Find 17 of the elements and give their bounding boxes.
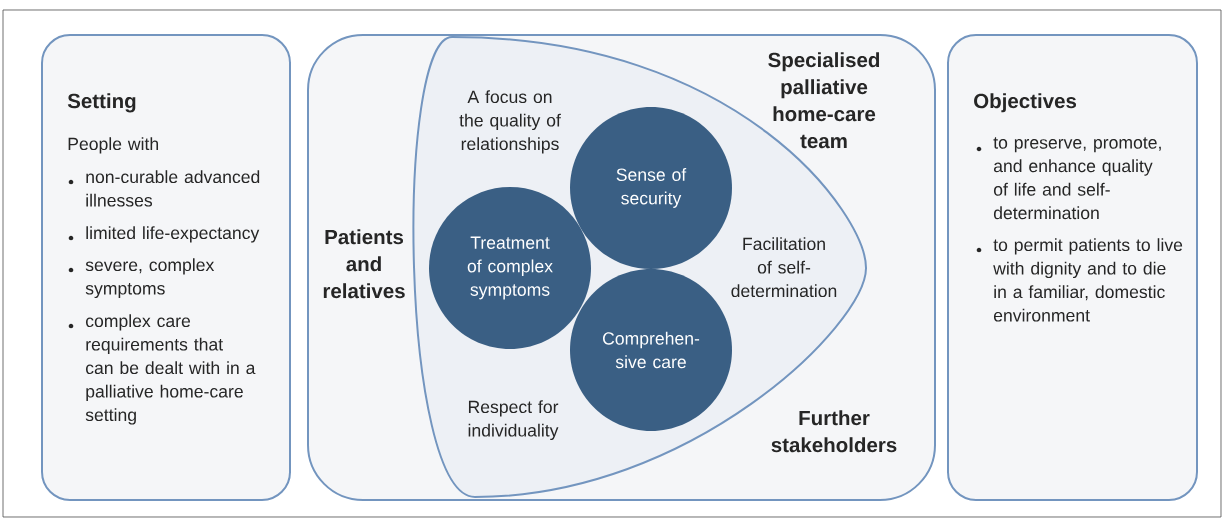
text-label: People with xyxy=(68,137,158,154)
list-item: to preserve, promote, and enhance quality of life and self-determination xyxy=(993,137,1161,220)
text-label: Facilitation of self-determination xyxy=(731,237,837,298)
heading: Objectives xyxy=(974,93,1077,113)
text-label: A focus on the quality of relationships xyxy=(459,90,561,154)
list-item: complex care requirements that can be dealt with in a palliative home-care setting xyxy=(85,314,256,425)
heading: Specialised palliative home-care team xyxy=(768,52,880,149)
heading: Patients and relatives xyxy=(323,229,405,299)
circle-label: Treatment of complex symptoms xyxy=(467,236,553,300)
text-label: Respect for individuality xyxy=(468,400,559,441)
circle-label: Comprehen-sive care xyxy=(603,331,700,369)
heading: Further stakeholders xyxy=(771,410,897,453)
list-item: limited life-expectancy xyxy=(86,226,260,243)
heading: Setting xyxy=(67,93,136,113)
circle-label: Sense of security xyxy=(616,168,687,208)
list-item: to permit patients to live with dignity and to die in a familiar, domestic environment xyxy=(993,238,1183,322)
list-item: non-curable advanced illnesses xyxy=(86,170,260,207)
